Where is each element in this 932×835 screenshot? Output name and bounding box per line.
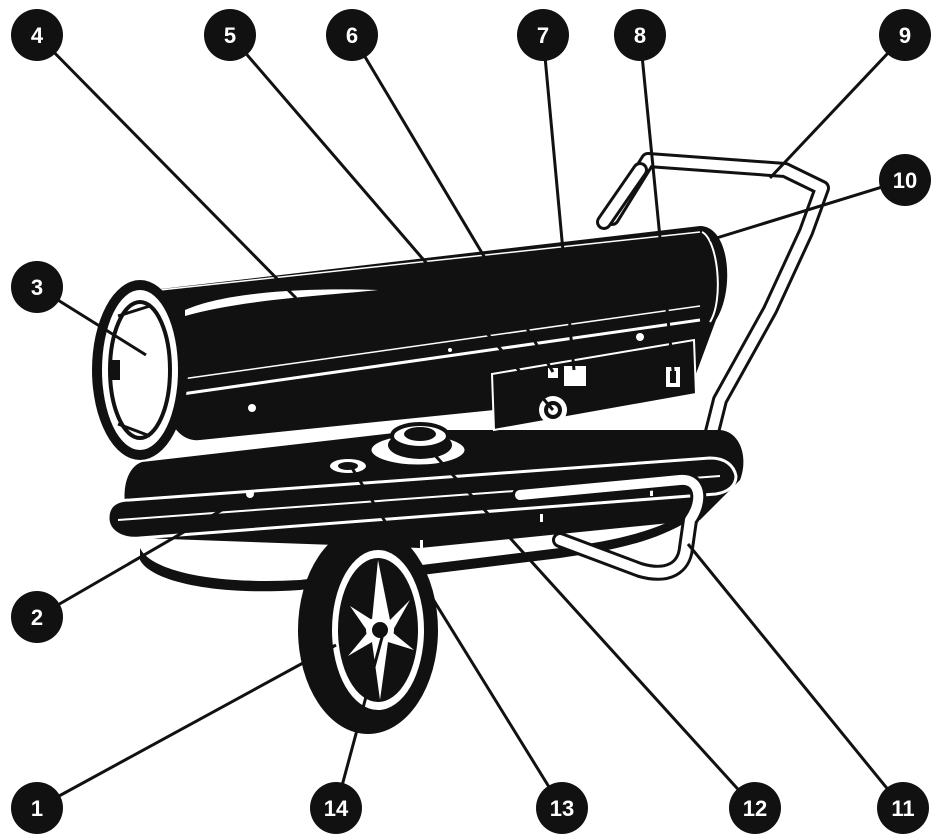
callout-10: 10 — [879, 154, 931, 206]
svg-text:9: 9 — [899, 23, 911, 48]
leader-13 — [350, 467, 564, 809]
callout-7: 7 — [517, 9, 569, 61]
leader-14 — [334, 629, 386, 809]
leader-2 — [36, 494, 247, 619]
callout-badges: 1 2 3 4 5 6 7 8 — [11, 9, 931, 834]
callout-8: 8 — [614, 9, 666, 61]
svg-text:11: 11 — [891, 796, 914, 821]
callout-3: 3 — [11, 261, 63, 313]
callout-1: 1 — [11, 782, 63, 834]
wheel — [298, 526, 438, 734]
leader-1 — [36, 643, 337, 810]
top-vent — [185, 289, 378, 316]
svg-text:1: 1 — [31, 796, 43, 821]
callout-9: 9 — [879, 9, 931, 61]
leader-6 — [350, 34, 555, 373]
svg-text:5: 5 — [224, 23, 236, 48]
leader-11 — [686, 543, 905, 809]
fuel-cap — [368, 422, 468, 468]
svg-text:7: 7 — [537, 23, 549, 48]
svg-text:4: 4 — [31, 23, 44, 48]
leader-4 — [35, 33, 298, 300]
leader-10 — [709, 178, 906, 242]
heater-body — [151, 226, 728, 441]
svg-text:13: 13 — [550, 796, 574, 821]
leader-8 — [638, 34, 676, 381]
leader-7 — [541, 34, 576, 371]
callout-12: 12 — [729, 782, 781, 834]
svg-text:6: 6 — [346, 23, 358, 48]
svg-text:8: 8 — [634, 23, 646, 48]
callout-4: 4 — [11, 9, 63, 61]
svg-text:3: 3 — [31, 275, 43, 300]
air-intake — [92, 280, 188, 460]
callout-14: 14 — [310, 782, 362, 834]
fuel-gauge — [330, 459, 366, 473]
svg-text:12: 12 — [743, 796, 767, 821]
callout-13: 13 — [536, 782, 588, 834]
svg-text:2: 2 — [31, 605, 43, 630]
callout-2: 2 — [11, 591, 63, 643]
rear-stand — [512, 471, 707, 581]
callout-11: 11 — [877, 782, 929, 834]
leader-lines — [35, 33, 907, 810]
leader-9 — [768, 33, 907, 180]
svg-text:14: 14 — [324, 796, 349, 821]
svg-text:10: 10 — [893, 168, 917, 193]
handle-frame — [596, 152, 830, 440]
leader-5 — [228, 34, 555, 411]
callout-5: 5 — [204, 9, 256, 61]
leader-12 — [430, 450, 757, 810]
callout-6: 6 — [326, 9, 378, 61]
